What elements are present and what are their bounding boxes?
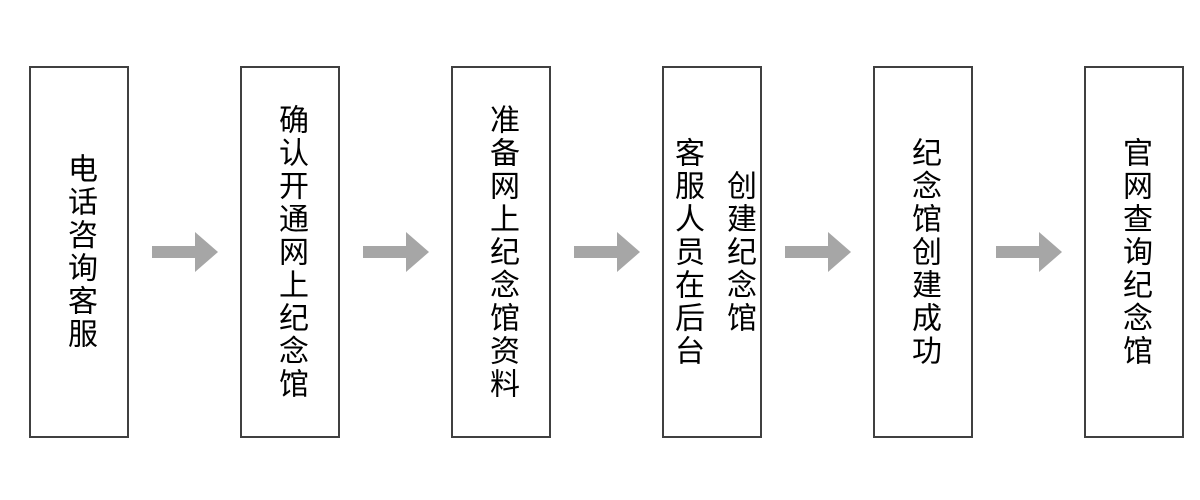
flow-step-official-site-lookup: 官网查询纪念馆 [1084, 66, 1184, 438]
arrow-right-icon [151, 232, 218, 272]
flowchart: 电话咨询客服 确认开通网上纪念馆 准备网上纪念馆资料 客服人员在后台 创建纪念馆 [29, 66, 1184, 438]
flow-step-label: 确认开通网上纪念馆 [274, 103, 307, 401]
arrow-right-icon [995, 232, 1062, 272]
flow-step-label: 准备网上纪念馆资料 [485, 103, 518, 401]
flow-step-label: 官网查询纪念馆 [1118, 136, 1151, 368]
flow-connector [973, 66, 1084, 438]
flow-connector [762, 66, 873, 438]
flow-connector [551, 66, 662, 438]
flow-step-label-line-2: 创建纪念馆 [722, 169, 755, 335]
flow-connector [129, 66, 240, 438]
flow-step-label: 电话咨询客服 [63, 153, 96, 351]
flow-step-label-line-1: 客服人员在后台 [670, 136, 703, 368]
arrow-right-icon [784, 232, 851, 272]
flow-step-create-success: 纪念馆创建成功 [873, 66, 973, 438]
flow-step-confirm-open: 确认开通网上纪念馆 [240, 66, 340, 438]
flow-step-prepare-materials: 准备网上纪念馆资料 [451, 66, 551, 438]
flow-step-label: 纪念馆创建成功 [907, 136, 940, 368]
flow-step-phone-consult: 电话咨询客服 [29, 66, 129, 438]
flow-connector [340, 66, 451, 438]
arrow-right-icon [362, 232, 429, 272]
arrow-right-icon [573, 232, 640, 272]
flow-step-staff-create: 客服人员在后台 创建纪念馆 [662, 66, 762, 438]
